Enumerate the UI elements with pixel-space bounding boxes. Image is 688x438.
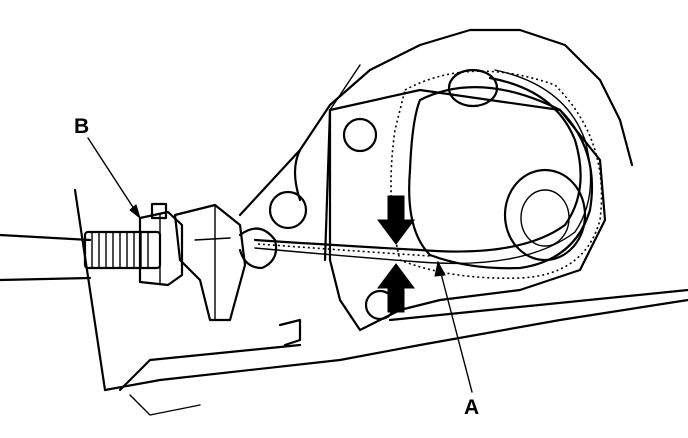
base-frame <box>0 188 688 416</box>
arrow-down-icon <box>377 195 415 245</box>
leader-arrowhead-b <box>129 204 141 220</box>
arrow-up-icon <box>377 263 415 313</box>
threaded-adjuster <box>83 230 162 270</box>
leader-line-b <box>87 137 141 219</box>
callout-label-a: A <box>464 396 479 419</box>
throttle-plate <box>268 88 607 332</box>
leader-line-a <box>437 261 473 393</box>
mounting-hole-left <box>268 190 308 230</box>
throttle-drum <box>390 68 603 279</box>
locknut <box>138 202 184 287</box>
leader-arrowhead-a <box>434 260 446 277</box>
drum-shaft-boss <box>503 168 587 262</box>
deflection-arrows <box>377 195 415 313</box>
callout-label-b: B <box>74 115 89 138</box>
throttle-cable <box>253 69 592 265</box>
mounting-hole-top <box>342 117 378 153</box>
cable-bracket <box>173 203 278 322</box>
